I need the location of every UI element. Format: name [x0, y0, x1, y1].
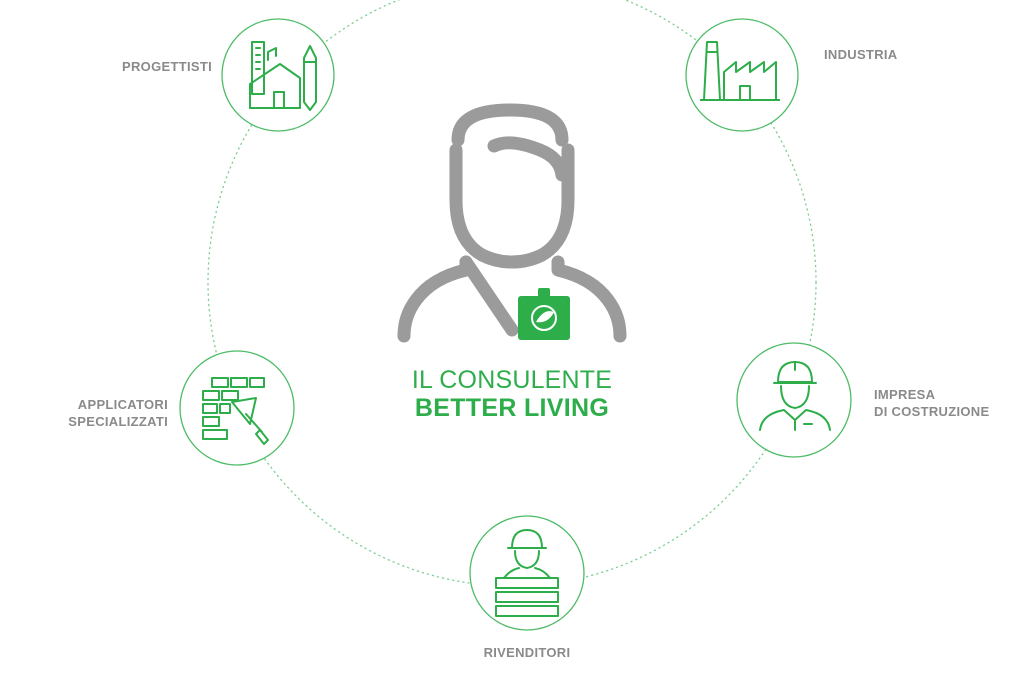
- connection-ring: [207, 0, 817, 587]
- node-label-applicatori: APPLICATORI SPECIALIZZATI: [42, 396, 168, 430]
- node-circle-impresa: [736, 342, 852, 458]
- center-title-line2: BETTER LIVING: [414, 394, 610, 422]
- node-circle-progettisti: [221, 18, 335, 132]
- node-label-impresa: IMPRESA DI COSTRUZIONE: [874, 386, 1019, 420]
- node-label-line: DI COSTRUZIONE: [874, 404, 990, 419]
- node-label-line: APPLICATORI: [77, 397, 168, 412]
- node-label-rivenditori: RIVENDITORI: [457, 644, 597, 661]
- center-title-line1: IL CONSULENTE: [411, 366, 613, 394]
- architect-ruler-house-pencil-icon: [249, 41, 317, 111]
- node-label-industria: INDUSTRIA: [824, 46, 974, 63]
- better-living-badge-icon: [518, 288, 570, 340]
- bricks-trowel-icon: [202, 377, 269, 445]
- node-label-line: IMPRESA: [874, 387, 936, 402]
- factory-icon: [700, 41, 780, 101]
- consultant-person-icon: [397, 103, 627, 343]
- node-label-line: RIVENDITORI: [483, 645, 571, 660]
- construction-worker-hardhat-icon: [759, 361, 831, 431]
- node-label-progettisti: PROGETTISTI: [92, 58, 212, 75]
- node-circle-rivenditori: [469, 515, 585, 631]
- node-circle-industria: [685, 18, 799, 132]
- node-label-line: PROGETTISTI: [122, 59, 212, 74]
- node-label-line: SPECIALIZZATI: [68, 414, 168, 429]
- node-label-line: INDUSTRIA: [824, 47, 898, 62]
- retailer-worker-stack-icon: [495, 529, 559, 617]
